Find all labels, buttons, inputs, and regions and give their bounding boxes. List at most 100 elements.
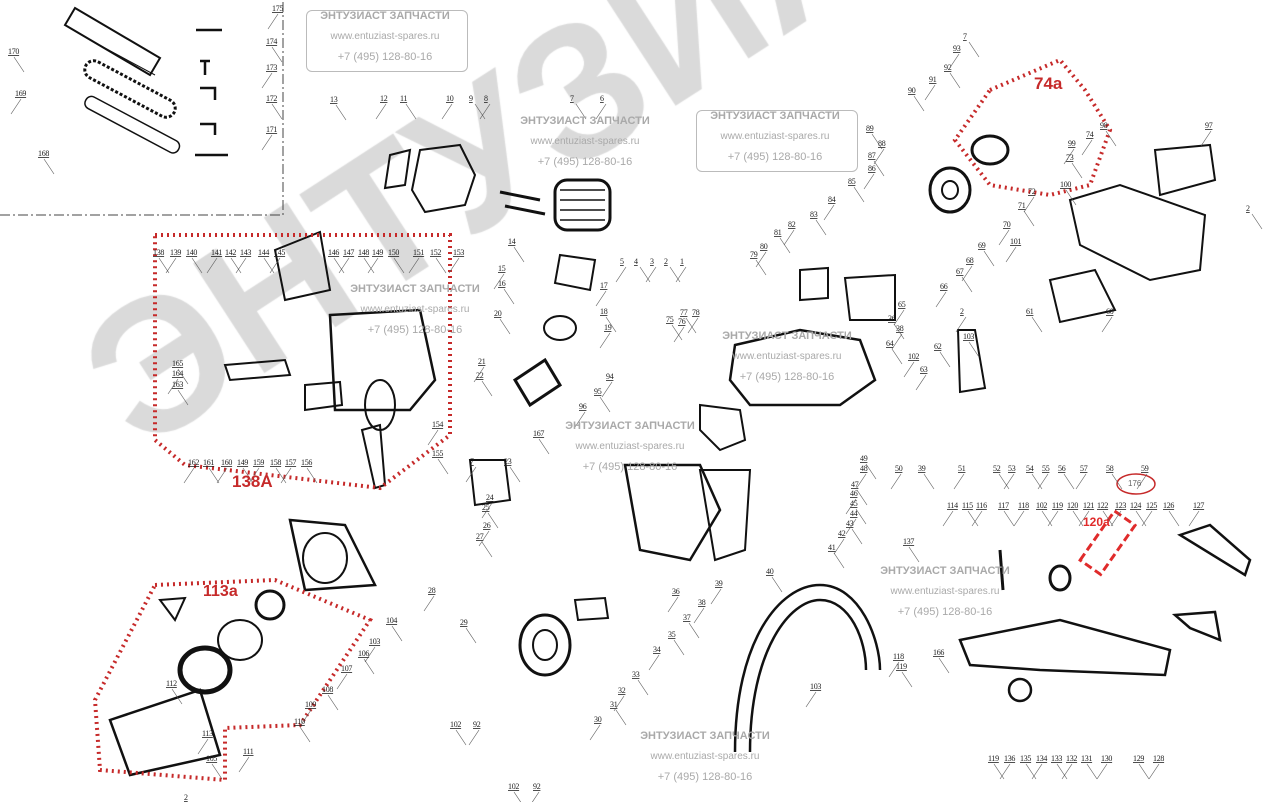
part-number-label: 56	[1058, 464, 1066, 473]
leader-line	[427, 429, 439, 446]
part-number-label: 74	[1086, 130, 1094, 139]
part-number-label: 126	[1163, 501, 1174, 510]
part-number-label: 158	[270, 458, 281, 467]
leader-line	[1102, 510, 1114, 527]
leader-line	[238, 756, 250, 773]
part-number-label: 18	[600, 307, 608, 316]
watermark-stamp: ЭНТУЗИАСТ ЗАПЧАСТИ www.entuziast-spares.…	[330, 283, 500, 336]
part-number-label: 108	[322, 685, 333, 694]
part-number-label: 99	[1068, 139, 1076, 148]
leader-line	[595, 290, 607, 307]
leader-line	[891, 333, 903, 350]
chain-guard-cover	[63, 6, 162, 77]
watermark-phone: +7 (495) 128-80-16	[657, 771, 753, 783]
part-number-label: 163	[172, 380, 183, 389]
leader-line	[10, 98, 22, 115]
part-number-label: 102	[1036, 501, 1047, 510]
leader-line	[423, 595, 435, 612]
part-number-label: 59	[1141, 464, 1149, 473]
leader-line	[1063, 473, 1075, 490]
part-number-label: 156	[301, 458, 312, 467]
part-number-label: 150	[388, 248, 399, 257]
leader-line	[1063, 148, 1075, 165]
part-number-label: 64	[886, 339, 894, 348]
leader-line	[1251, 213, 1263, 230]
watermark-stamp: ЭНТУЗИАСТ ЗАПЧАСТИ www.entuziast-spares.…	[500, 115, 670, 168]
leader-line	[771, 576, 783, 593]
leader-line	[923, 473, 935, 490]
part-number-label: 128	[1153, 754, 1164, 763]
part-number-label: 58	[1106, 464, 1114, 473]
watermark-url: www.entuziast-spares.ru	[575, 441, 685, 452]
part-number-label: 153	[453, 248, 464, 257]
leader-line	[873, 160, 885, 177]
leader-line	[601, 381, 613, 398]
leader-line	[873, 148, 885, 165]
leader-line	[871, 133, 883, 150]
leader-line	[208, 467, 220, 484]
part-number-label: 7	[470, 457, 474, 466]
part-number-label: 5	[620, 257, 624, 266]
leader-line	[615, 266, 627, 283]
leader-line	[211, 763, 223, 780]
leader-line	[893, 323, 905, 340]
leader-line	[673, 326, 685, 343]
part-number-label: 78	[692, 308, 700, 317]
leader-line	[998, 229, 1010, 246]
part-number-label: 143	[240, 248, 251, 257]
leader-line	[971, 510, 983, 527]
leader-line	[1023, 210, 1035, 227]
leader-line	[327, 694, 339, 711]
part-number-label: 171	[266, 125, 277, 134]
leader-line	[468, 729, 480, 746]
watermark-url: www.entuziast-spares.ru	[890, 586, 1000, 597]
part-number-label: 155	[432, 449, 443, 458]
part-number-label: 97	[1205, 121, 1213, 130]
leader-line	[815, 219, 827, 236]
leader-line	[574, 411, 586, 428]
part-number-label: 81	[774, 228, 782, 237]
leader-line	[271, 103, 283, 120]
leader-line	[1037, 473, 1049, 490]
watermark-url: www.entuziast-spares.ru	[360, 304, 470, 315]
part-number-label: 13	[330, 95, 338, 104]
part-number-label: 121	[1083, 501, 1094, 510]
leader-line	[375, 103, 387, 120]
leader-line	[599, 396, 611, 413]
leader-line	[165, 257, 177, 274]
part-number-label: 1	[680, 257, 684, 266]
part-number-label: 123	[1115, 501, 1126, 510]
leader-line	[913, 95, 925, 112]
part-number-label: 41	[828, 543, 836, 552]
part-number-label: 65	[898, 300, 906, 309]
leader-line	[248, 467, 260, 484]
leader-line	[939, 351, 951, 368]
part-number-label: 172	[266, 94, 277, 103]
watermark-url: www.entuziast-spares.ru	[530, 136, 640, 147]
part-number-label: 130	[1101, 754, 1112, 763]
leader-line	[599, 332, 611, 349]
part-number-label: 100	[1060, 180, 1071, 189]
leader-line	[473, 366, 485, 383]
leader-line	[364, 646, 376, 663]
part-number-label: 147	[343, 248, 354, 257]
part-number-label: 35	[668, 630, 676, 639]
handle-group	[733, 523, 1252, 753]
part-number-label: 44	[850, 509, 858, 518]
leader-line	[673, 639, 685, 656]
leader-line	[299, 726, 311, 743]
part-number-label: 36	[672, 587, 680, 596]
part-number-label: 119	[896, 662, 907, 671]
watermark-phone: +7 (495) 128-80-16	[727, 151, 823, 163]
leader-line	[935, 291, 947, 308]
part-number-label: 36	[888, 314, 896, 323]
leader-line	[405, 103, 417, 120]
leader-line	[481, 502, 493, 519]
part-number-label: 98	[1100, 121, 1108, 130]
part-number-label: 19	[604, 323, 612, 332]
part-number-label: 51	[958, 464, 966, 473]
leader-line	[391, 625, 403, 642]
part-number-label: 144	[258, 248, 269, 257]
part-number-label: 38	[896, 324, 904, 333]
part-number-label: 134	[1036, 754, 1047, 763]
